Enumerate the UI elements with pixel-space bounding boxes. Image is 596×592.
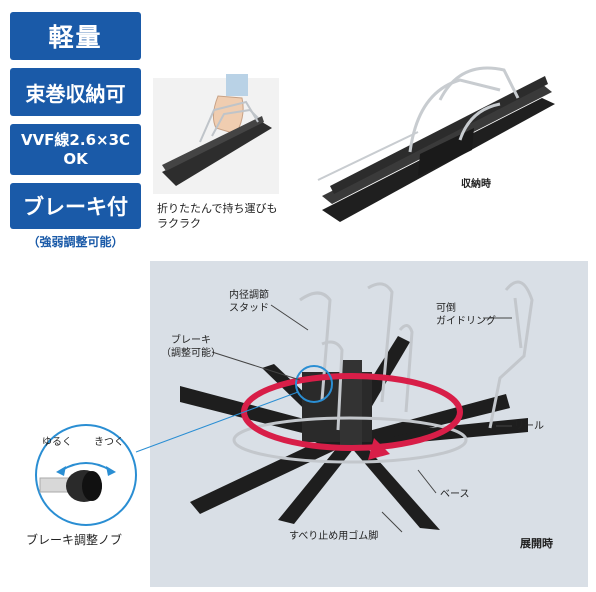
brake-note: （強弱調整可能）	[27, 235, 124, 249]
badge-brake-text: ブレーキ付	[23, 195, 128, 219]
carry-caption-line2: ラクラク	[157, 217, 201, 230]
badge-bundle-text: 束巻収納可	[25, 81, 126, 106]
badge-brake: ブレーキ付	[10, 183, 141, 229]
label-guide-line2: ガイドリング	[436, 316, 496, 327]
label-foot: すべり止め用ゴム脚	[289, 531, 379, 542]
knob-loose: ゆるく	[42, 437, 72, 448]
label-stud-line2: スタッド	[229, 303, 269, 314]
knob-tight: きつく	[94, 437, 124, 448]
carry-caption: 折りたたんで持ち運びも ラクラク	[157, 201, 277, 231]
label-guide: 可倒 ガイドリング	[436, 302, 496, 328]
badge-vvf-line2: OK	[63, 149, 88, 168]
label-reel: リール	[514, 421, 544, 432]
label-brake: ブレーキ （調整可能）	[161, 334, 221, 360]
badge-vvf: VVF線2.6×3C OK	[10, 124, 141, 175]
label-brake-line1: ブレーキ	[171, 335, 211, 346]
badge-vvf-line1: VVF線2.6×3C	[20, 130, 131, 149]
label-stud-line1: 内径調節	[229, 290, 269, 301]
label-base: ベース	[440, 489, 470, 500]
badge-light-text: 軽量	[48, 23, 103, 52]
carry-caption-line1: 折りたたんで持ち運びも	[157, 202, 278, 215]
storage-caption: 収納時	[461, 179, 491, 190]
badge-bundle: 束巻収納可	[10, 68, 141, 116]
knob-caption: ブレーキ調整ノブ	[26, 533, 123, 547]
deployed-title: 展開時	[520, 537, 553, 550]
label-guide-line1: 可倒	[436, 303, 456, 314]
badge-light: 軽量	[10, 12, 141, 60]
label-stud: 内径調節 スタッド	[229, 289, 269, 315]
label-brake-line2: （調整可能）	[161, 348, 221, 359]
